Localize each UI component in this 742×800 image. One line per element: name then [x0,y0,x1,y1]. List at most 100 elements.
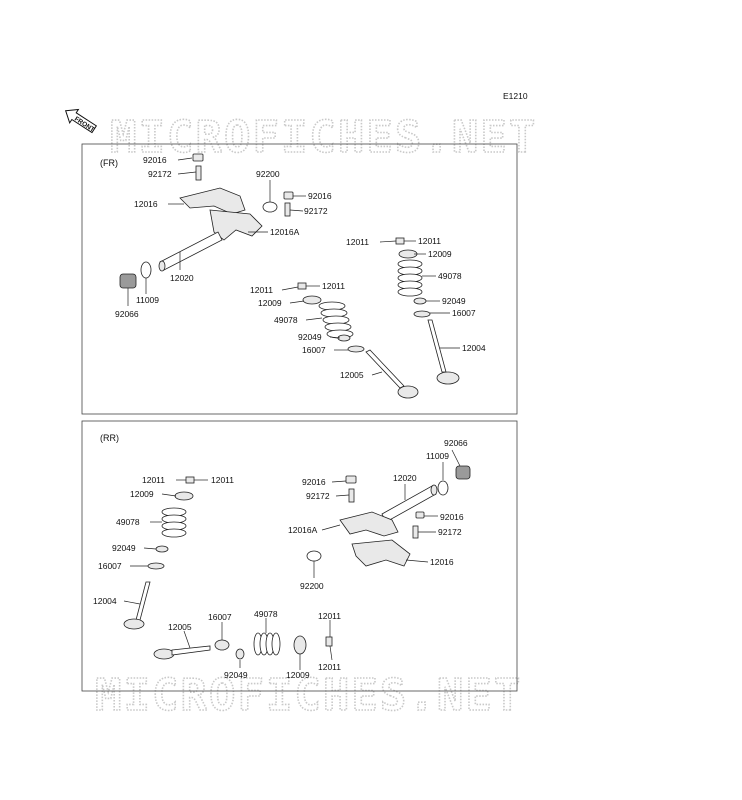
spring-icon [318,301,354,339]
label-12011: 12011 [322,281,345,291]
label-49078: 49078 [438,271,462,281]
valve-stem-icon [135,581,151,621]
spring-icon [161,507,187,538]
section-fr-title: (FR) [100,158,118,168]
rr-valve-left [123,476,195,630]
o-ring-icon [262,201,278,213]
valve-head-icon [153,648,175,660]
watermark-bottom: MICROFICHES.NET [95,670,522,721]
seat-icon [214,639,230,651]
plug-icon [119,273,137,289]
label-92172: 92172 [148,169,172,179]
label-92200: 92200 [256,169,280,179]
screw-icon [348,488,355,503]
rr-rocker-assembly [306,465,471,567]
section-rr-frame [81,420,518,692]
diagram-code: E1210 [503,91,528,101]
label-92049: 92049 [112,543,136,553]
label-12009: 12009 [258,298,282,308]
screw-icon [412,525,419,539]
label-49078: 49078 [274,315,298,325]
label-12011: 12011 [250,285,273,295]
label-92049: 92049 [442,296,466,306]
label-92016: 92016 [308,191,332,201]
section-fr: (FR) [81,143,518,415]
label-12020: 12020 [393,473,417,483]
nut-icon [415,511,425,519]
collet-icon [297,282,307,290]
seal-icon [235,648,245,660]
label-92066: 92066 [115,309,139,319]
fr-valve-right [395,237,460,385]
label-11009: 11009 [136,295,159,305]
label-12016A: 12016A [288,525,318,535]
label-12016: 12016 [430,557,454,567]
label-92172: 92172 [438,527,462,537]
label-92066: 92066 [444,438,468,448]
rr-valve-bottom [153,632,333,660]
label-12011: 12011 [211,475,234,485]
seat-icon [347,345,365,353]
screw-icon [284,202,291,217]
label-12016: 12016 [134,199,158,209]
seal-icon [413,297,427,305]
label-16007: 16007 [452,308,476,318]
valve-stem-icon [427,319,447,373]
fr-rocker-assembly [119,153,294,289]
label-11009: 11009 [426,451,449,461]
collet-icon [185,476,195,484]
fr-valve-left [297,282,419,399]
rocker-shaft-icon [381,485,437,523]
nut-icon [283,191,294,200]
nut-icon [345,475,357,484]
plug-icon [455,465,471,480]
front-arrow-icon: FRONT [64,108,98,134]
label-92016: 92016 [302,477,326,487]
label-12011: 12011 [318,611,341,621]
label-12009: 12009 [286,670,310,680]
label-16007: 16007 [302,345,326,355]
label-12005: 12005 [340,370,364,380]
label-92200: 92200 [300,581,324,591]
label-12011: 12011 [142,475,165,485]
nut-icon [192,153,204,162]
label-49078: 49078 [116,517,140,527]
valve-head-icon [123,618,145,630]
screw-icon [195,165,202,181]
o-ring-icon [306,550,322,562]
valve-stem-icon [171,645,211,656]
spring-icon [253,632,281,656]
collet-icon [325,636,333,647]
valve-head-icon [397,385,419,399]
label-92049: 92049 [298,332,322,342]
label-16007: 16007 [208,612,232,622]
label-12005: 12005 [168,622,192,632]
label-12004: 12004 [93,596,117,606]
label-92016: 92016 [143,155,167,165]
o-ring-icon [437,480,449,496]
label-92049: 92049 [224,670,248,680]
seat-icon [147,562,165,570]
rocker-arm-icon [179,187,246,215]
rocker-arm-a-icon [339,511,399,537]
label-12011: 12011 [318,662,341,672]
spring-icon [397,259,423,297]
valve-stem-icon [365,349,405,389]
label-16007: 16007 [98,561,122,571]
valve-head-icon [436,371,460,385]
label-49078: 49078 [254,609,278,619]
retainer-icon [293,635,307,655]
label-12016A: 12016A [270,227,300,237]
retainer-icon [174,491,194,501]
label-92172: 92172 [306,491,330,501]
seat-icon [413,310,431,318]
section-rr-title: (RR) [100,433,119,443]
label-92016: 92016 [440,512,464,522]
collet-icon [395,237,405,245]
o-ring-icon [140,261,152,279]
label-12004: 12004 [462,343,486,353]
label-92172: 92172 [304,206,328,216]
rocker-shaft-icon [159,231,223,271]
label-12020: 12020 [170,273,194,283]
